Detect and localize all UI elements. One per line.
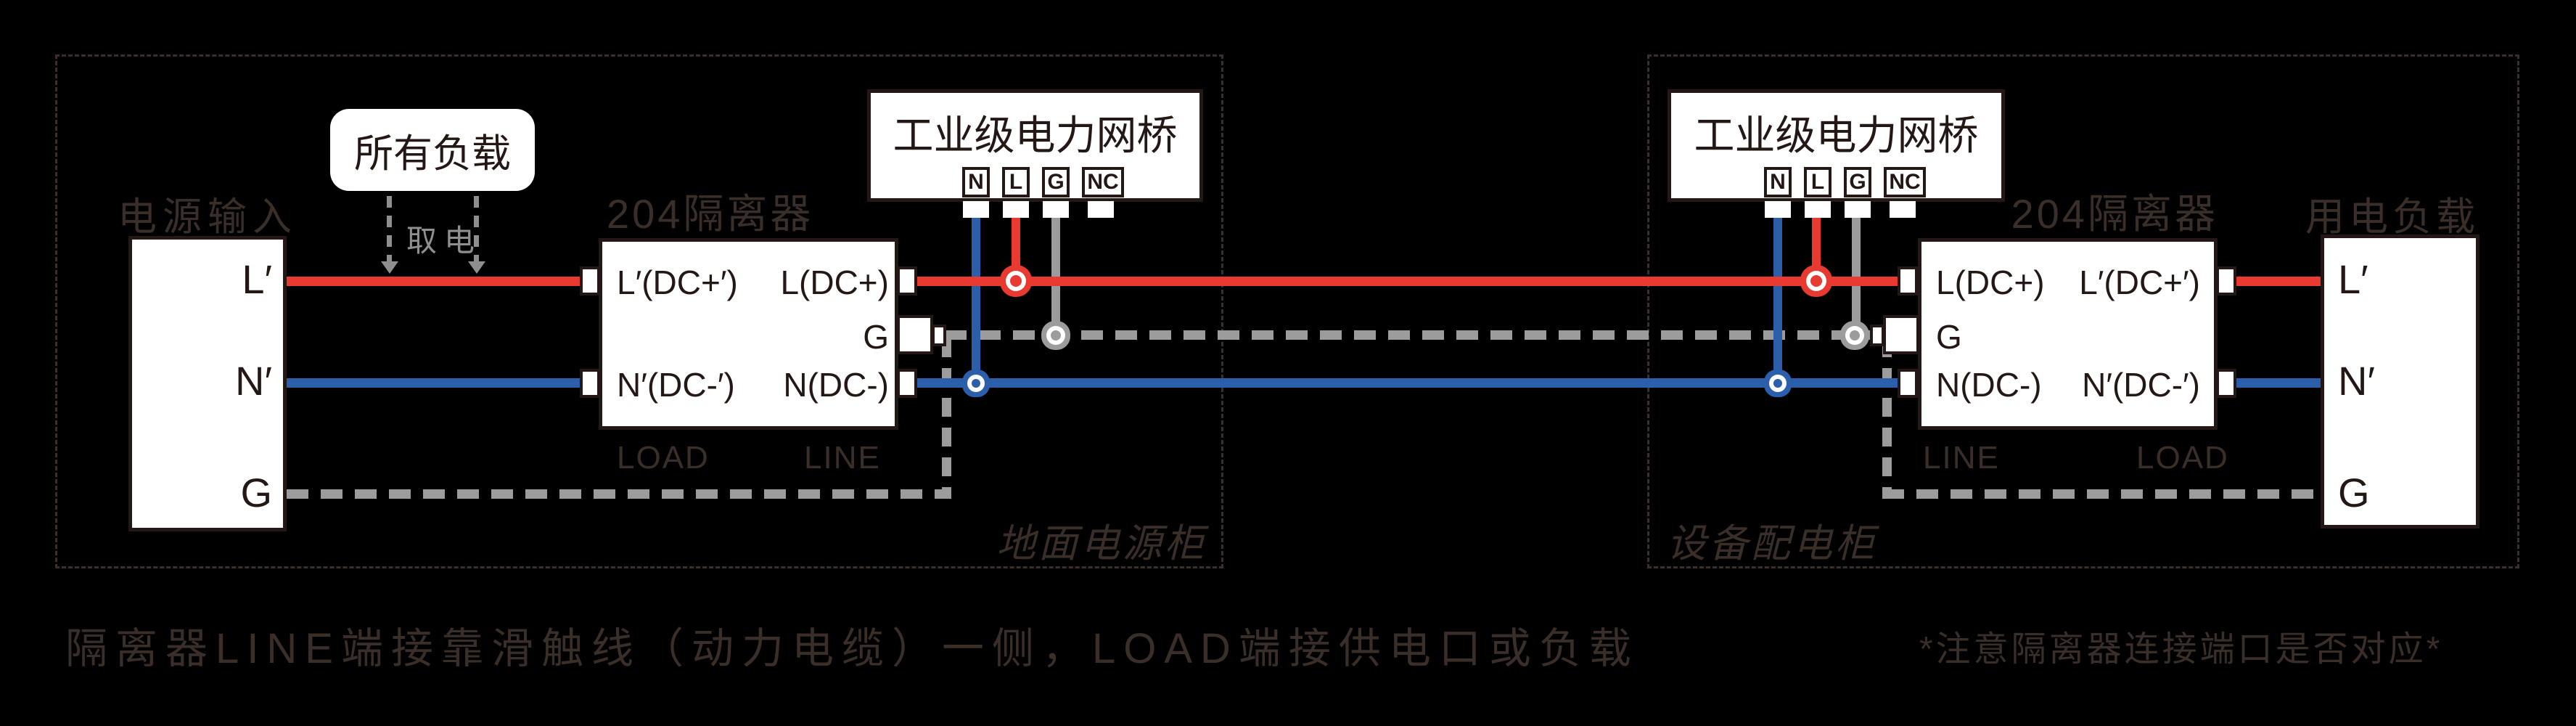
right-bridge-l-stub (1805, 201, 1831, 218)
right-isolator-line-g-label: G (1936, 318, 1962, 356)
left-bridge-nc-stub (1088, 201, 1114, 218)
gray-ground-wire-right-drop (1882, 338, 1892, 499)
right-isolator-line-n-label: N(DC-) (1936, 366, 2042, 404)
tap-arrow (474, 196, 479, 263)
right-isolator-load-n-stub (2216, 369, 2236, 398)
gray-ground-bus (945, 330, 1883, 340)
right-bridge-n-stub (1765, 201, 1791, 218)
gray-junction-terminal-icon (1850, 330, 1860, 340)
red-live-wire-isolator-to-load (2235, 277, 2321, 286)
red-live-wire-source-to-isolator (287, 277, 581, 286)
left-bridge-terminal-n: N (962, 167, 990, 197)
blue-neutral-bus (916, 378, 1900, 388)
left-isolator-load-side-label: LOAD (617, 440, 710, 476)
left-bridge-n-wire (972, 216, 980, 385)
right-bridge-terminal-row: N L G NC (1764, 167, 1926, 197)
footer-main-note: 隔离器LINE端接靠滑触线（动力电缆）一侧，LOAD端接供电口或负载 (65, 625, 1639, 672)
load-terminal-l: L′ (2338, 256, 2368, 302)
left-isolator-line-l-stub (897, 266, 917, 295)
right-bridge-terminal-n: N (1764, 167, 1792, 197)
tap-arrow (387, 196, 392, 263)
left-bridge-terminal-l: L (1002, 167, 1030, 197)
red-junction-terminal-icon (1810, 275, 1822, 287)
right-bridge-l-wire (1812, 216, 1821, 283)
red-live-bus (916, 277, 1900, 286)
equipment-cabinet-region (1647, 54, 2519, 568)
right-isolator-load-n-label: N′(DC-′) (2082, 366, 2200, 404)
right-bridge-terminal-g: G (1844, 167, 1871, 197)
left-isolator-line-g-stub-small (932, 325, 946, 346)
gray-ground-wire-left-drop (942, 338, 951, 499)
source-box-title: 电源输入 (118, 195, 298, 239)
load-box-title: 用电负载 (2305, 195, 2479, 239)
power-input-box (128, 236, 287, 531)
left-bridge-g-stub (1043, 201, 1069, 218)
right-bridge-n-wire (1773, 216, 1782, 385)
equipment-cabinet-label: 设备配电柜 (1667, 522, 1877, 566)
blue-junction-terminal-icon (972, 379, 980, 388)
gray-ground-wire-left-bottom (287, 489, 951, 499)
blue-neutral-wire-isolator-to-load (2235, 378, 2321, 388)
right-bridge-g-stub (1845, 201, 1871, 218)
gray-ground-wire-right-bottom (1882, 489, 2321, 499)
tap-power-label: 取电 (406, 224, 483, 258)
left-bridge-terminal-nc: NC (1082, 167, 1124, 197)
right-isolator-line-n-stub (1898, 369, 1918, 398)
source-terminal-n: N′ (235, 358, 272, 404)
all-loads-box: 所有负载 (330, 109, 535, 191)
gray-junction-terminal-icon (1051, 330, 1061, 340)
blue-neutral-wire-source-to-isolator (287, 378, 581, 388)
left-isolator-title: 204隔离器 (607, 191, 814, 237)
left-isolator-load-l-label: L′(DC+′) (617, 264, 738, 301)
tap-arrow-head-icon (381, 261, 398, 274)
right-isolator-line-l-label: L(DC+) (1936, 264, 2045, 301)
ground-power-cabinet-region (55, 54, 1223, 568)
footer-side-note: *注意隔离器连接端口是否对应* (1919, 630, 2443, 669)
right-bridge-nc-stub (1890, 201, 1916, 218)
left-isolator-box (599, 238, 898, 430)
left-isolator-line-n-stub (897, 369, 917, 398)
tap-arrow-head-icon (468, 261, 485, 274)
left-isolator-line-n-label: N(DC-) (783, 366, 889, 404)
left-isolator-line-g-label: G (863, 318, 889, 356)
left-bridge-terminal-g: G (1042, 167, 1070, 197)
left-isolator-load-n-label: N′(DC-′) (617, 366, 735, 404)
source-terminal-l: L′ (242, 256, 272, 302)
right-bridge-terminal-nc: NC (1884, 167, 1926, 197)
right-isolator-title: 204隔离器 (2011, 191, 2218, 237)
source-terminal-g: G (240, 470, 272, 515)
left-isolator-line-g-stub (897, 315, 933, 354)
blue-junction-terminal-icon (1773, 379, 1782, 388)
right-bridge-title: 工业级电力网桥 (1694, 113, 1979, 158)
all-loads-label: 所有负载 (354, 132, 511, 176)
power-load-box (2321, 234, 2479, 529)
right-isolator-load-side-label: LOAD (2136, 440, 2229, 476)
left-bridge-n-stub (963, 201, 989, 218)
right-isolator-load-l-label: L′(DC+′) (2079, 264, 2200, 301)
right-bridge-box (1668, 89, 2005, 202)
ground-cabinet-label: 地面电源柜 (996, 522, 1207, 566)
left-isolator-line-side-label: LINE (804, 440, 881, 476)
left-isolator-load-n-stub (580, 369, 600, 398)
red-junction-terminal-icon (1010, 275, 1022, 287)
left-bridge-terminal-row: N L G NC (962, 167, 1124, 197)
right-isolator-load-l-stub (2216, 266, 2236, 295)
left-bridge-l-wire (1012, 216, 1020, 283)
left-isolator-line-l-label: L(DC+) (780, 264, 889, 301)
left-bridge-title: 工业级电力网桥 (893, 113, 1178, 158)
right-isolator-line-g-stub (1883, 315, 1919, 354)
right-isolator-box (1918, 238, 2218, 430)
left-isolator-load-l-stub (580, 266, 600, 295)
right-bridge-terminal-l: L (1804, 167, 1831, 197)
right-isolator-line-g-stub-small (1870, 325, 1884, 346)
load-terminal-n: N′ (2338, 358, 2375, 404)
right-isolator-line-l-stub (1898, 266, 1918, 295)
left-bridge-box (867, 89, 1203, 202)
left-bridge-l-stub (1003, 201, 1029, 218)
load-terminal-g: G (2338, 470, 2370, 515)
right-isolator-line-side-label: LINE (1923, 440, 2000, 476)
